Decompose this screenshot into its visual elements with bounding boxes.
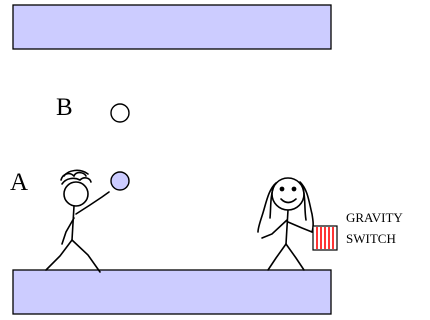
ball-b: [110, 103, 130, 123]
bottom-plate: [12, 269, 332, 315]
gravity-switch-box: [312, 225, 338, 251]
switch-label-line1: GRAVITY: [346, 210, 403, 225]
label-a: A: [10, 169, 28, 196]
top-plate: [12, 4, 332, 50]
stick-figure-boy: [45, 169, 110, 273]
switch-label-line2: SWITCH: [346, 231, 396, 246]
stick-figure-girl: [257, 177, 314, 271]
ball-a: [110, 171, 130, 191]
label-b: B: [56, 94, 73, 121]
